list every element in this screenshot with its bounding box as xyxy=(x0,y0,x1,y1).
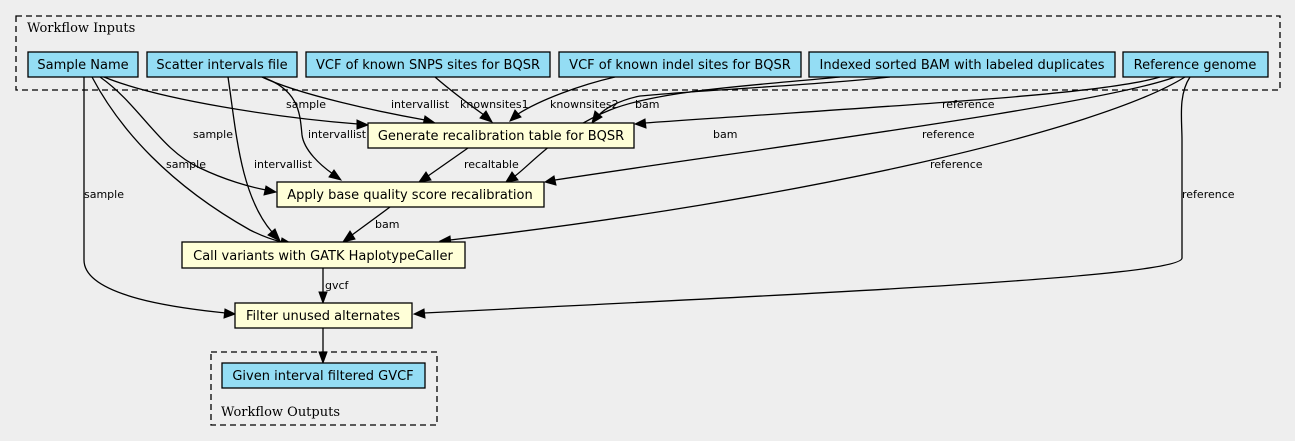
node-given-interval-filtered-gvcf[interactable]: Given interval filtered GVCF xyxy=(221,362,426,389)
edge-label: intervallist xyxy=(254,158,313,171)
node-label: Filter unused alternates xyxy=(246,309,400,324)
workflow-outputs-label: Workflow Outputs xyxy=(221,405,340,420)
edge-label: reference xyxy=(942,98,995,111)
edge-label: sample xyxy=(166,158,206,171)
edge-label: sample xyxy=(84,188,124,201)
edge-label: gvcf xyxy=(325,279,350,292)
node-call-variants-haplotypecaller[interactable]: Call variants with GATK HaplotypeCaller xyxy=(181,241,466,269)
workflow-inputs-label: Workflow Inputs xyxy=(27,21,135,36)
node-label: Scatter intervals file xyxy=(156,58,287,73)
node-label: Generate recalibration table for BQSR xyxy=(378,129,624,144)
edge-apply-to-call: bam xyxy=(341,206,399,243)
edge-label: reference xyxy=(1182,188,1235,201)
edge-label: reference xyxy=(922,128,975,141)
edge-ref-to-filter: reference xyxy=(412,76,1235,319)
edge-label: sample xyxy=(286,98,326,111)
edge-sample-to-apply: sample xyxy=(99,76,278,196)
node-apply-base-quality-recalibration[interactable]: Apply base quality score recalibration xyxy=(276,181,545,208)
edge-gen-to-apply: recaltable xyxy=(417,147,519,183)
edge-indel-to-gen: knownsites2 xyxy=(509,76,619,122)
node-sample-name[interactable]: Sample Name xyxy=(27,51,139,78)
edge-snps-to-gen: knownsites1 xyxy=(434,76,529,123)
edge-label: sample xyxy=(193,128,233,141)
edge-sample-to-gen: sample xyxy=(103,76,370,130)
node-label: VCF of known SNPS sites for BQSR xyxy=(316,58,540,73)
edge-ref-to-gen: reference xyxy=(633,76,1161,129)
node-label: Call variants with GATK HaplotypeCaller xyxy=(193,249,453,264)
workflow-inputs-cluster: Workflow Inputs xyxy=(15,15,1281,91)
edge-intervals-to-call: intervallist xyxy=(227,76,313,243)
edge-bam-to-apply: bam xyxy=(505,76,841,183)
edge-label: bam xyxy=(375,218,399,231)
edge-label: reference xyxy=(930,158,983,171)
edge-filter-to-output xyxy=(318,328,328,365)
edge-ref-to-apply: reference xyxy=(543,76,1176,186)
edge-call-to-filter: gvcf xyxy=(318,268,350,305)
node-generate-recalibration-table[interactable]: Generate recalibration table for BQSR xyxy=(367,122,635,149)
node-label: VCF of known indel sites for BQSR xyxy=(569,58,791,73)
edge-label: recaltable xyxy=(464,158,519,171)
node-label: Apply base quality score recalibration xyxy=(287,188,532,203)
edge-label: bam xyxy=(713,128,737,141)
node-reference-genome[interactable]: Reference genome xyxy=(1122,51,1269,78)
node-vcf-known-indel[interactable]: VCF of known indel sites for BQSR xyxy=(558,51,802,78)
node-indexed-sorted-bam[interactable]: Indexed sorted BAM with labeled duplicat… xyxy=(808,51,1116,78)
node-scatter-intervals-file[interactable]: Scatter intervals file xyxy=(146,51,298,78)
edge-ref-to-call: reference xyxy=(438,76,1186,246)
edge-intervals-to-apply: intervallist xyxy=(261,76,367,181)
edge-sample-to-filter: sample xyxy=(83,77,237,319)
node-label: Reference genome xyxy=(1134,58,1257,73)
edge-label: intervallist xyxy=(308,128,367,141)
edge-label: knownsites2 xyxy=(550,98,619,111)
node-vcf-known-snps[interactable]: VCF of known SNPS sites for BQSR xyxy=(305,51,551,78)
edge-label: intervallist xyxy=(391,98,450,111)
node-label: Indexed sorted BAM with labeled duplicat… xyxy=(820,58,1105,73)
node-label: Sample Name xyxy=(37,58,128,73)
node-filter-unused-alternates[interactable]: Filter unused alternates xyxy=(234,302,413,329)
node-label: Given interval filtered GVCF xyxy=(232,369,413,384)
edge-label: knownsites1 xyxy=(460,98,529,111)
edges: sample sample sample sample intervallist… xyxy=(83,76,1235,365)
